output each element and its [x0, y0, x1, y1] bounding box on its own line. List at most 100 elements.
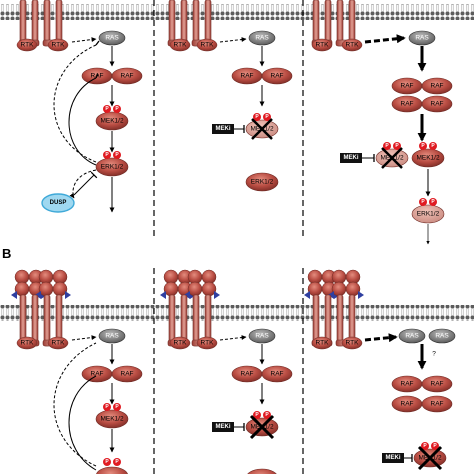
b2-rtk-left-head-domain-3: [163, 281, 179, 297]
a1-erk-phospho-p2-label: P: [115, 152, 119, 158]
b2-rtk-right-head-domain-3: [187, 281, 203, 297]
b3-question-mark: ?: [432, 351, 436, 358]
b1-rtk-left-bubble: [16, 336, 38, 350]
a3-rtk-ras-arrow: [364, 34, 406, 44]
a2-rtk-left-label: RTK: [174, 42, 188, 49]
b1-rtk-right-bubble: [47, 336, 69, 350]
a1-rtk-right-bubble: [47, 38, 69, 52]
a3-meki: [340, 153, 362, 163]
b2-rtk-left-bubble: [169, 336, 191, 350]
b1-rtk-right-head-domain-4: [52, 281, 68, 297]
b2-rtk-right-head-ligand-left: [184, 291, 190, 299]
a3-raf-1-right-label: RAF: [431, 83, 444, 90]
a2-ras-label: RAS: [255, 35, 269, 42]
a1-erk-rtk-cap: [95, 40, 100, 46]
b2-ras: [248, 328, 276, 344]
b1-erk-phospho-p2-label: P: [115, 459, 119, 465]
a3-erk-phospho-p2: [429, 198, 437, 206]
a3-rtk-right-bubble: [341, 38, 363, 52]
a2-erk-label: ERK1/2: [251, 179, 274, 186]
b1-erk-phospho-p1: [103, 458, 111, 466]
b2-meki-label: MEKi: [216, 424, 231, 430]
a3-raf-1-right: [421, 77, 453, 95]
b3-rtk-right-head-domain-3: [331, 281, 347, 297]
a2-meki: [212, 124, 234, 134]
a2-raf-left-label: RAF: [241, 73, 254, 80]
a1-rtk-left-label: RTK: [21, 42, 35, 49]
a1-rtk-left-bubble: [16, 38, 38, 52]
membrane-top: [0, 4, 474, 20]
b2-mek-phospho-p1-label: P: [255, 412, 259, 418]
b3-rtk-left-head-domain-3: [307, 281, 323, 297]
b1-raf-right: [111, 365, 143, 383]
a3-ras-label: RAS: [415, 35, 429, 42]
b3-raf-1-right-label: RAF: [431, 381, 444, 388]
a3-rtk-left-bubble: [311, 38, 333, 52]
membrane-bottom: [0, 305, 474, 321]
a2-erk: [245, 172, 279, 192]
b2-ras-label: RAS: [255, 333, 269, 340]
b2-mek-phospho-p1: [253, 411, 261, 419]
a2-rtk-left-chain-1: [168, 0, 176, 47]
a1-erk-label: ERK1/2: [101, 164, 124, 171]
a3-rtk-left-label: RTK: [316, 42, 330, 49]
b2-raf-right: [261, 365, 293, 383]
a3-rtk-left-chain-2: [324, 0, 332, 47]
a1-mek-phospho-p2: [113, 105, 121, 113]
a1-mek-phospho-p1-label: P: [105, 106, 109, 112]
a2-rtk-right-chain-1: [192, 0, 200, 47]
b3-ras-1-label: RAS: [405, 333, 419, 340]
b3-meki: [382, 453, 404, 463]
a1-raf-right: [111, 67, 143, 85]
a1-rtk-right-chain-1: [43, 0, 51, 47]
b1-rtk-left-label: RTK: [21, 340, 35, 347]
b3-mek-phospho-p1-label: P: [423, 443, 427, 449]
b3-raf-2-right-label: RAF: [431, 401, 444, 408]
a3-raf-1-left-label: RAF: [401, 83, 414, 90]
b1-erk-raf-feedback: [68, 375, 97, 471]
b2-rtk-ras-arrow: [219, 335, 247, 341]
a2-meki-label: MEKi: [216, 126, 231, 132]
b3-raf-2-right: [421, 395, 453, 413]
a1-dusp-label: DUSP: [50, 200, 67, 206]
b3-raf-1-right: [421, 375, 453, 393]
b3-rtk-right-bubble: [341, 336, 363, 350]
b1-rtk-right-label: RTK: [52, 340, 66, 347]
b1-mek-phospho-p2: [113, 403, 121, 411]
a3-mek-inhibited-phospho-p2: [393, 142, 401, 150]
a3-mek-active: [411, 148, 445, 168]
a2-rtk-right-bubble: [196, 38, 218, 52]
b2-rtk-right-label: RTK: [201, 340, 215, 347]
a3-mek-cross-b: [381, 147, 403, 169]
a1-mek-label: MEK1/2: [100, 118, 124, 125]
b2-rtk-left-label: RTK: [174, 340, 188, 347]
b2-raf-right-label: RAF: [271, 371, 284, 378]
a2-rtk-ras-arrow: [219, 37, 247, 43]
b2-rtk-left-head-ligand-left: [160, 291, 166, 299]
b3-mek-cross-b: [417, 445, 443, 471]
a3-rtk-left-chain-1: [312, 0, 320, 47]
b2-rtk-right-chain-1: [192, 294, 200, 347]
a1-erk-phospho-p2: [113, 151, 121, 159]
a1-rtk-left-chain-2: [31, 0, 39, 47]
b1-rtk-left-head-ligand-left: [11, 291, 17, 299]
b1-rtk-right-chain-1: [43, 294, 51, 347]
a2-mek-phospho-p2-label: P: [265, 114, 269, 120]
panel-b-letter: B: [2, 246, 11, 261]
b3-ras-1: [398, 328, 426, 344]
a3-erk-phospho-p2-label: P: [431, 199, 435, 205]
a3-mek-active-phospho-p1-label: P: [421, 143, 425, 149]
b1-mek-phospho-p1: [103, 403, 111, 411]
a3-rtk-right-chain-1: [336, 0, 344, 47]
a1-dusp: [41, 193, 75, 213]
a3-raf-2-right: [421, 95, 453, 113]
b1-rtk-right-head-ligand-left: [35, 291, 41, 299]
a2-mek-phospho-p1: [253, 113, 261, 121]
a1-ras: [98, 30, 126, 46]
a1-erk-raf-cap: [95, 73, 99, 79]
b1-erk-phospho-p2: [113, 458, 121, 466]
b3-rtk-left-label: RTK: [316, 340, 330, 347]
b3-mek-phospho-p1: [421, 442, 429, 450]
a1-dusp-erk-inhibit-cap: [90, 171, 98, 179]
b2-mek-phospho-p2-label: P: [265, 412, 269, 418]
